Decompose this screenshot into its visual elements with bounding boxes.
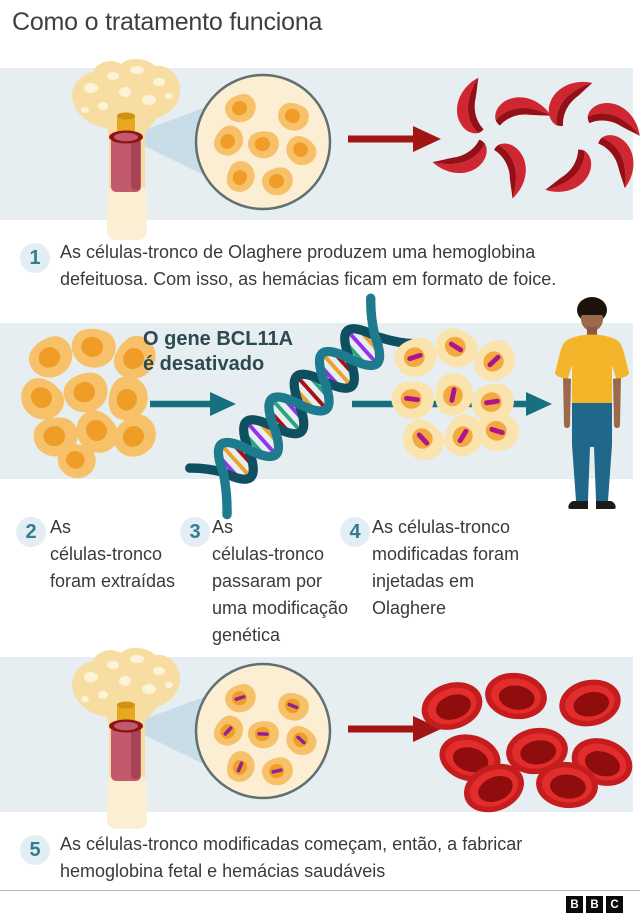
bbc-logo-letter: B xyxy=(566,896,583,913)
teal-arrow-icon xyxy=(150,392,236,416)
step-4-badge: 4 xyxy=(340,517,370,547)
bbc-logo-letter: C xyxy=(606,896,623,913)
patient-figure-icon xyxy=(555,297,629,509)
dna-helix-icon xyxy=(185,293,422,520)
magnified-stem-cells-icon xyxy=(194,73,332,211)
red-arrow-icon xyxy=(348,716,441,742)
bbc-logo: B B C xyxy=(566,896,623,913)
stem-cell-cluster-icon xyxy=(15,317,162,487)
step-1-text: As células-tronco de Olaghere produzem u… xyxy=(60,242,557,289)
step-2-badge: 2 xyxy=(16,517,46,547)
red-arrow-icon xyxy=(348,126,441,152)
step-1-badge: 1 xyxy=(20,243,50,273)
footer-divider xyxy=(0,890,640,891)
step-5-text: As células-tronco modificadas começam, e… xyxy=(60,834,523,881)
bbc-logo-letter: B xyxy=(586,896,603,913)
teal-arrow-icon xyxy=(526,392,552,416)
step-3-badge: 3 xyxy=(180,517,210,547)
magnified-modified-cells-icon xyxy=(194,662,332,800)
sickle-cells-icon xyxy=(432,70,640,205)
page-title: Como o tratamento funciona xyxy=(12,8,323,36)
healthy-red-cells-icon xyxy=(415,668,639,821)
step-5-badge: 5 xyxy=(20,835,50,865)
